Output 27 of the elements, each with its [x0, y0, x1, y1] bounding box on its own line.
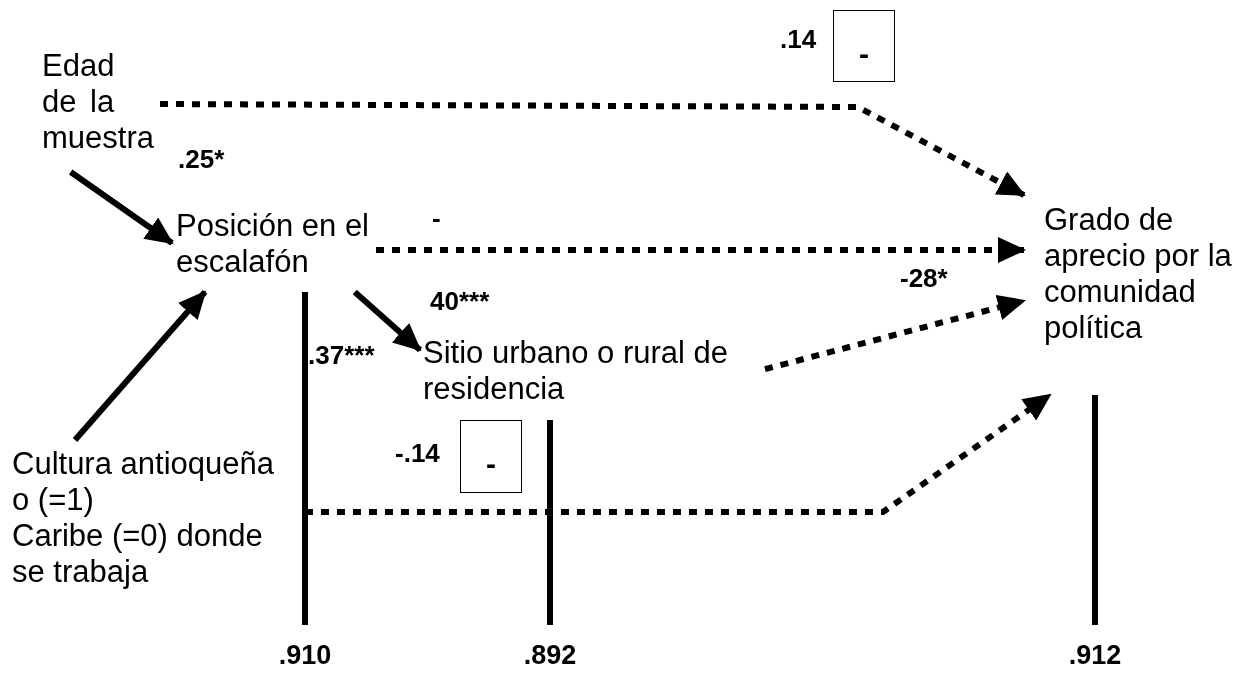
path-arrow — [376, 237, 1026, 263]
coefficient-label: .37*** — [308, 340, 375, 370]
variable-label: Grado de aprecio por la comunidad política — [1024, 190, 1246, 395]
path-arrow — [352, 289, 422, 353]
residual-value: .912 — [1055, 625, 1135, 673]
path-arrow — [69, 169, 174, 246]
error-line — [547, 420, 553, 625]
residual-value: .910 — [265, 625, 345, 673]
sign-box: - — [833, 10, 895, 82]
path-arrow — [305, 392, 1052, 515]
coefficient-label: -.14 — [395, 438, 440, 468]
coefficient-label: .25* — [178, 144, 225, 174]
path-arrow — [160, 101, 1026, 198]
variable-label: Edad de la muestra — [40, 48, 160, 172]
coefficient-label: - — [432, 203, 441, 233]
residual-value: .892 — [510, 625, 590, 673]
sign-box: - — [460, 420, 522, 493]
variable-label: Sitio urbano o rural de residencia — [420, 335, 765, 420]
path-arrow — [764, 294, 1026, 373]
error-line — [1092, 395, 1098, 625]
coefficient-label: .14 — [780, 24, 817, 54]
path-arrow — [72, 290, 208, 442]
variable-label: Posición en el escalafón — [172, 206, 376, 292]
variable-label: Cultura antioqueña o (=1) Caribe (=0) donde se trabaja — [10, 440, 292, 605]
coefficient-label: 40*** — [430, 286, 490, 316]
error-line — [302, 292, 308, 625]
coefficient-label: -28* — [900, 263, 948, 293]
